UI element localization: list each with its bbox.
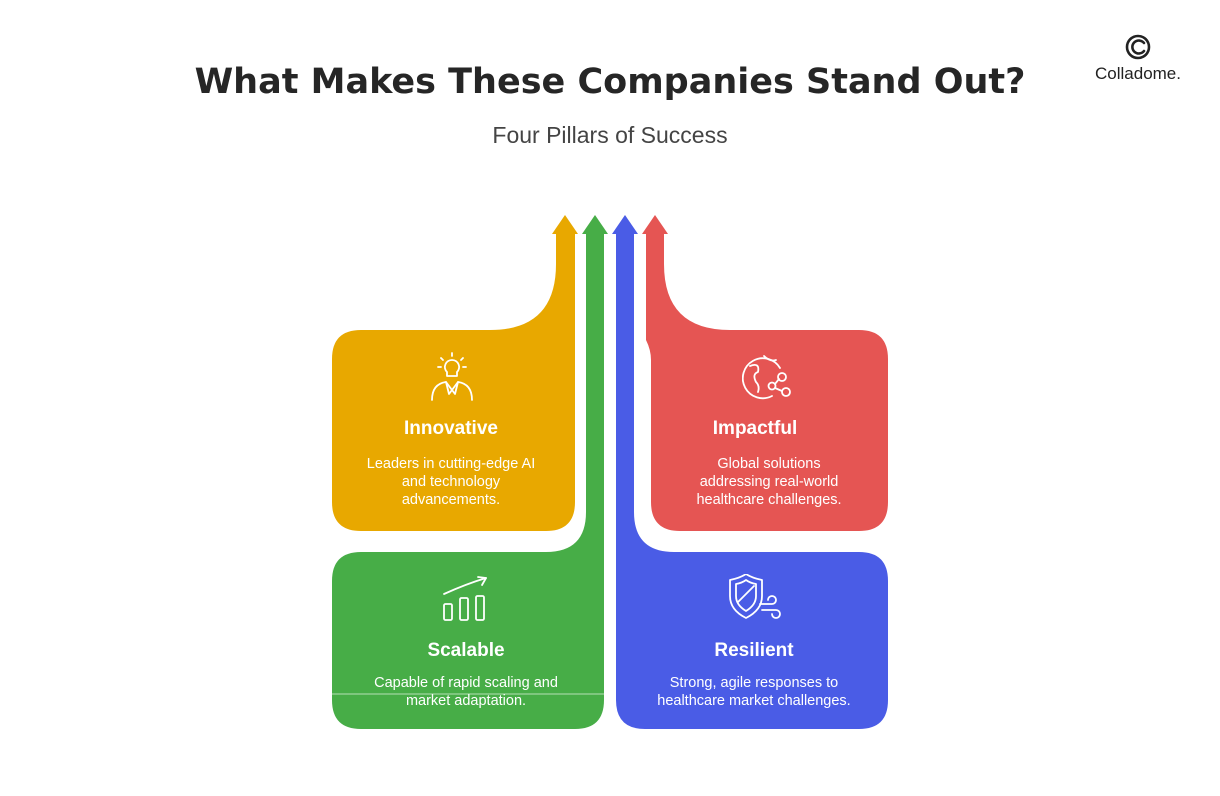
desc-line: Strong, agile responses to <box>669 675 839 691</box>
desc-line: Leaders in cutting-edge AI <box>366 456 536 472</box>
growth-chart-icon <box>443 576 487 621</box>
arrow-head-blue <box>612 215 638 234</box>
pillar-title-resilient: Resilient <box>714 640 794 661</box>
desc-line: and technology <box>401 474 501 490</box>
pillar-title-impactful: Impactful <box>712 418 798 439</box>
desc-line: healthcare challenges. <box>696 492 842 508</box>
pillar-desc-innovative: Leaders in cutting-edge AI and technolog… <box>332 455 570 509</box>
pillar-desc-scalable: Capable of rapid scaling and market adap… <box>332 674 600 710</box>
arrow-head-red <box>642 215 668 234</box>
colladome-logo-icon <box>1125 34 1151 60</box>
pillar-desc-resilient: Strong, agile responses to healthcare ma… <box>620 674 888 710</box>
arrow-head-yellow <box>552 215 578 234</box>
pillar-innovative-shape <box>332 215 578 531</box>
brand-logo: Colladome. <box>1086 32 1190 88</box>
pillar-impactful-shape <box>642 215 888 531</box>
pillar-title-innovative: Innovative <box>404 418 498 439</box>
page-title: What Makes These Companies Stand Out? <box>194 62 1026 102</box>
desc-line: market adaptation. <box>405 693 527 709</box>
pillar-resilient-shape <box>612 215 888 729</box>
desc-line: Global solutions <box>717 456 821 472</box>
lightbulb-person-icon <box>431 352 473 401</box>
desc-line: healthcare market challenges. <box>657 693 851 709</box>
desc-line: Capable of rapid scaling and <box>374 675 558 691</box>
pillar-scalable-shape <box>332 215 608 729</box>
arrow-head-green <box>582 215 608 234</box>
globe-network-icon <box>742 355 791 400</box>
pillar-desc-impactful: Global solutions addressing real-world h… <box>651 455 887 509</box>
brand-name: Colladome. <box>1095 64 1181 83</box>
desc-line: advancements. <box>401 492 501 508</box>
shield-wind-icon <box>729 574 781 619</box>
pillar-title-scalable: Scalable <box>427 640 505 661</box>
desc-line: addressing real-world <box>699 474 839 490</box>
page-subtitle: Four Pillars of Success <box>492 122 728 148</box>
